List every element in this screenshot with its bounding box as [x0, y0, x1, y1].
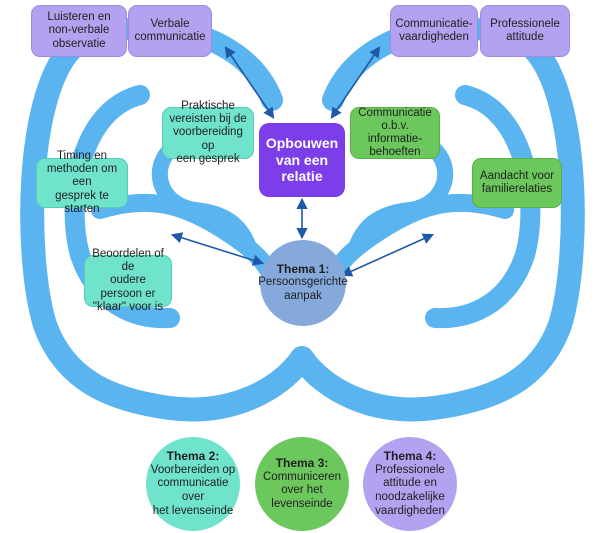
arrow-verbale — [224, 46, 275, 119]
thema1-title: Thema 1: — [276, 262, 330, 276]
circle-thema2: Thema 2: Voorbereiden op communicatie ov… — [146, 437, 240, 531]
right-curl-band — [349, 142, 454, 253]
arrow-communicatie — [330, 46, 381, 119]
box-professionele-attitude-label: Professionele attitude — [490, 17, 560, 43]
box-beoordelen: Beoordelen of de oudere persoon er "klaa… — [84, 248, 172, 313]
thema3-title: Thema 3: — [275, 456, 329, 471]
thema4-title: Thema 4: — [383, 449, 437, 464]
box-opbouwen-label: Opbouwen van een relatie — [265, 134, 339, 185]
box-praktische-label: Praktische vereisten bij de voorbereidin… — [169, 99, 247, 165]
box-communicatie-info-label: Communicatie o.b.v. informatie- behoefte… — [358, 106, 432, 159]
inner-left-band — [64, 85, 180, 329]
box-luisteren-label: Luisteren en non-verbale observatie — [47, 11, 111, 50]
box-opbouwen: Opbouwen van een relatie — [259, 123, 345, 197]
thema1-body: Persoonsgerichte aanpak — [258, 276, 348, 303]
box-familierelaties-label: Aandacht voor familierelaties — [479, 169, 555, 195]
outer-band — [20, 38, 585, 422]
box-praktische: Praktische vereisten bij de voorbereidin… — [162, 100, 254, 165]
left-curl-band — [151, 142, 256, 253]
circle-thema4: Thema 4: Professionele attitude en noodz… — [363, 437, 457, 531]
box-professionele-attitude: Professionele attitude — [480, 5, 570, 57]
arrow-right-thema1 — [340, 233, 435, 277]
box-communicatie-info: Communicatie o.b.v. informatie- behoefte… — [350, 107, 440, 159]
box-verbale-label: Verbale communicatie — [134, 17, 206, 43]
arrow-left-thema1 — [170, 232, 265, 266]
circle-thema3: Thema 3: Communiceren over het levensein… — [255, 437, 349, 531]
box-communicatie-vaardigheden-label: Communicatie- vaardigheden — [395, 17, 473, 43]
inner-right-band — [425, 85, 541, 329]
box-luisteren: Luisteren en non-verbale observatie — [31, 5, 127, 57]
thema4-body: Professionele attitude en noodzakelijke … — [375, 463, 445, 517]
box-communicatie-vaardigheden: Communicatie- vaardigheden — [390, 5, 478, 57]
box-timing: Timing en methoden om een gesprek te sta… — [36, 150, 128, 215]
box-familierelaties: Aandacht voor familierelaties — [472, 158, 562, 208]
thema3-body: Communiceren over het levenseinde — [263, 470, 341, 511]
circle-thema1: Thema 1: Persoonsgerichte aanpak — [258, 240, 348, 326]
thema2-title: Thema 2: — [166, 449, 220, 464]
box-verbale: Verbale communicatie — [128, 5, 212, 57]
thema2-body: Voorbereiden op communicatie over het le… — [150, 463, 236, 517]
box-beoordelen-label: Beoordelen of de oudere persoon er "klaa… — [92, 247, 164, 313]
box-timing-label: Timing en methoden om een gesprek te sta… — [46, 149, 118, 215]
